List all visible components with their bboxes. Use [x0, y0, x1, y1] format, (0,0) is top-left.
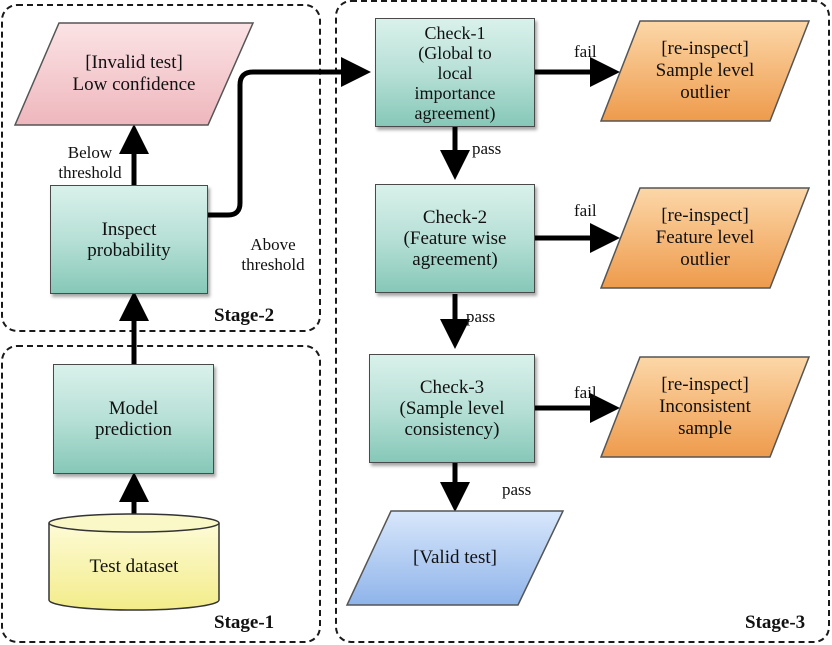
- check-2-line-3: agreement): [412, 249, 498, 270]
- below-threshold-label: Below threshold: [50, 143, 130, 183]
- check-2-box: Check-2 (Feature wise agreement): [375, 184, 535, 293]
- check-3-box: Check-3 (Sample level consistency): [369, 354, 535, 463]
- invalid-test-line-2: Low confidence: [72, 74, 196, 95]
- inspect-probability-line-2: probability: [87, 239, 171, 261]
- check-1-line-2: (Global to: [418, 42, 492, 63]
- check-1-line-5: agreement): [414, 102, 496, 123]
- check-2-line-1: Check-2: [422, 207, 488, 228]
- model-prediction-line-1: Model: [108, 398, 159, 419]
- model-prediction-box: Model prediction: [53, 364, 214, 474]
- check-1-box: Check-1 (Global to local importance agre…: [375, 18, 535, 127]
- feature-level-outlier-node: [re-inspect] Feature level outlier: [599, 187, 811, 289]
- model-prediction-line-2: prediction: [94, 419, 173, 440]
- feature-level-outlier-line-3: outlier: [680, 249, 730, 270]
- above-threshold-line-1: Above: [250, 235, 296, 254]
- above-threshold-line-2: threshold: [241, 255, 305, 274]
- inconsistent-sample-node: [re-inspect] Inconsistent sample: [599, 356, 811, 458]
- below-threshold-line-2: threshold: [58, 163, 122, 182]
- test-dataset-label: Test dataset: [89, 556, 179, 577]
- sample-level-outlier-line-1: [re-inspect]: [661, 38, 749, 59]
- stage-1-container: [1, 345, 321, 643]
- stage-3-container: [335, 0, 830, 643]
- check-2-line-2: (Feature wise: [403, 228, 507, 249]
- valid-test-node: [Valid test]: [345, 510, 565, 606]
- sample-level-outlier-node: [re-inspect] Sample level outlier: [599, 20, 811, 122]
- invalid-test-line-1: [Invalid test]: [85, 52, 183, 73]
- inconsistent-sample-line-3: sample: [678, 418, 732, 439]
- inconsistent-sample-line-1: [re-inspect]: [661, 374, 749, 395]
- stage-2-container: [1, 4, 321, 332]
- test-dataset-cylinder: Test dataset: [48, 513, 220, 612]
- feature-level-outlier-line-1: [re-inspect]: [661, 205, 749, 226]
- pass-label-1: pass: [472, 139, 502, 158]
- check-3-line-2: (Sample level: [399, 398, 505, 419]
- fail-label-2: fail: [574, 201, 597, 220]
- stage-3-label: Stage-3: [745, 612, 806, 633]
- fail-label-1: fail: [574, 42, 597, 61]
- valid-test-label: [Valid test]: [413, 547, 497, 568]
- arrow-inspect-to-check1: [208, 57, 371, 218]
- pass-label-3: pass: [502, 480, 532, 499]
- check-3-line-1: Check-3: [419, 377, 485, 398]
- below-threshold-line-1: Below: [67, 143, 113, 162]
- check-1-line-1: Check-1: [424, 22, 486, 43]
- check-3-line-3: consistency): [404, 419, 500, 440]
- feature-level-outlier-line-2: Feature level: [655, 227, 755, 248]
- above-threshold-label: Above threshold: [229, 235, 317, 275]
- sample-level-outlier-line-2: Sample level: [655, 60, 755, 81]
- check-1-line-3: local: [437, 62, 473, 83]
- sample-level-outlier-line-3: outlier: [680, 82, 730, 103]
- check-1-line-4: importance: [414, 82, 496, 103]
- inspect-probability-line-1: Inspect: [101, 218, 157, 240]
- invalid-test-node: [Invalid test] Low confidence: [13, 22, 255, 126]
- stage-1-label: Stage-1: [214, 612, 275, 633]
- inconsistent-sample-line-2: Inconsistent: [659, 396, 751, 417]
- inspect-probability-box: Inspect probability: [50, 185, 208, 294]
- pass-label-2: pass: [466, 307, 496, 326]
- stage-2-label: Stage-2: [214, 305, 275, 326]
- fail-label-3: fail: [574, 383, 597, 402]
